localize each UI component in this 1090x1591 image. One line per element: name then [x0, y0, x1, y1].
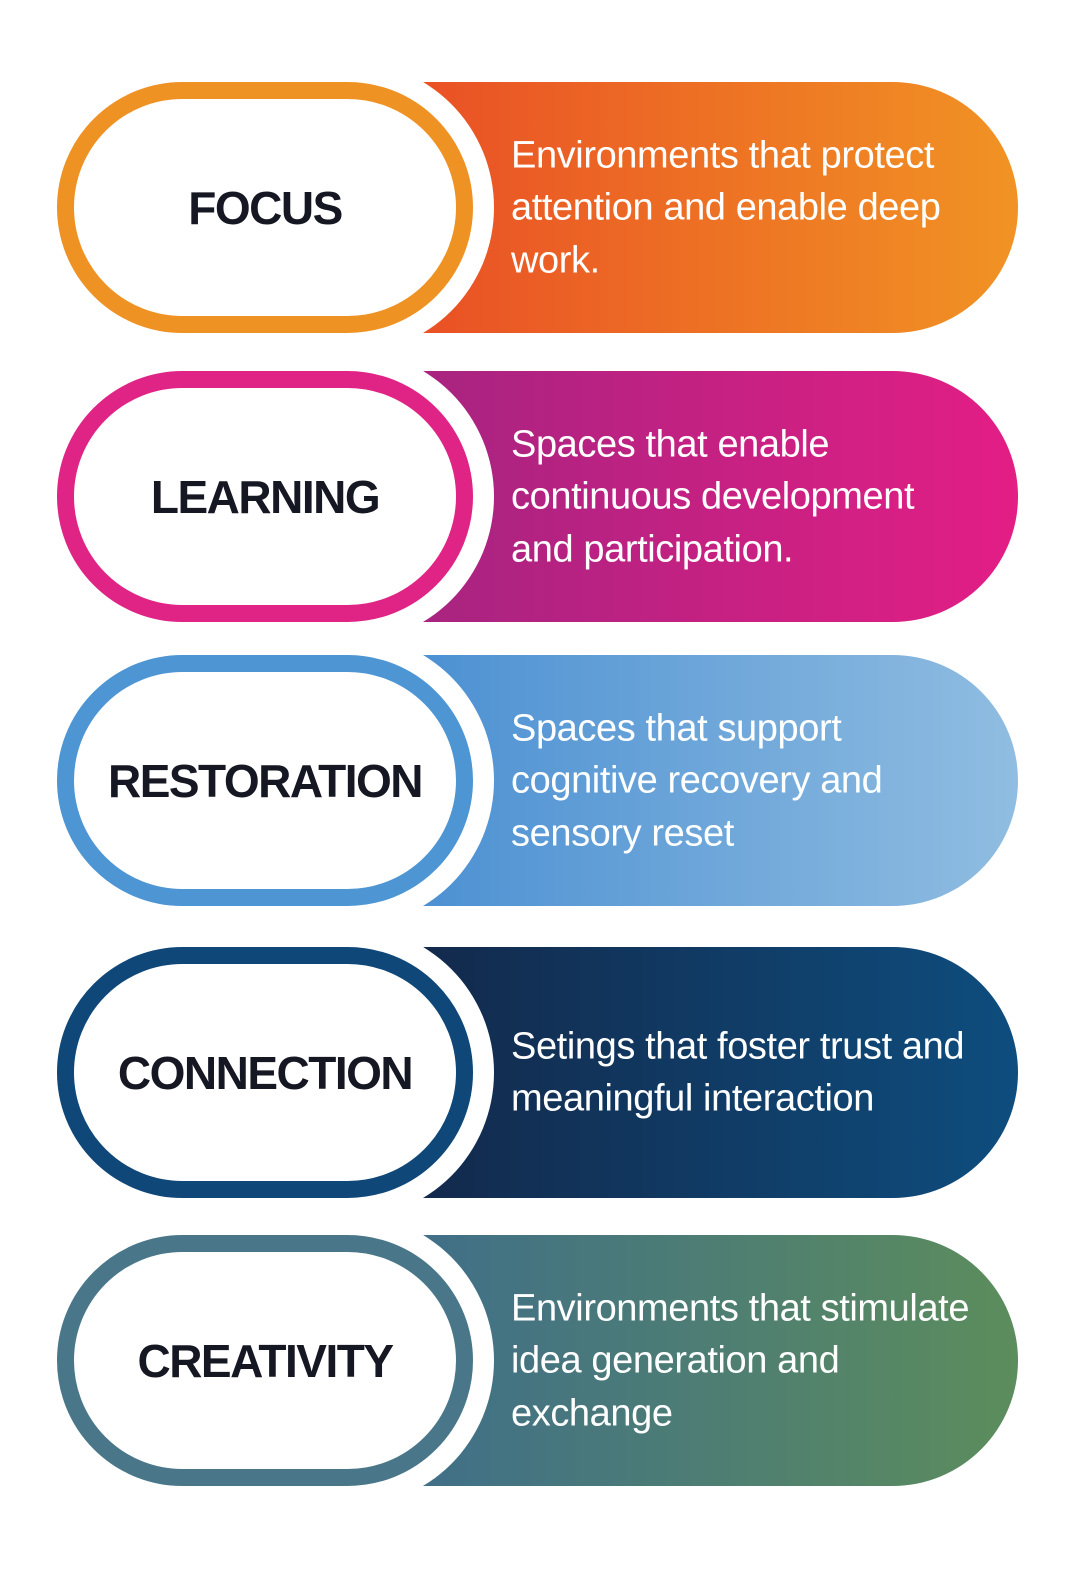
- label-ring: CONNECTION: [57, 947, 473, 1198]
- description-text: Spaces that enable continuous developmen…: [511, 422, 915, 570]
- category-label: CONNECTION: [117, 1046, 414, 1099]
- category-label: RESTORATION: [107, 754, 424, 807]
- description-bar: Environments that protect attention and …: [397, 82, 1018, 333]
- description-text: Setings that foster trust and meaningful…: [511, 1025, 965, 1120]
- item-row: Spaces that support cognitive recovery a…: [57, 655, 1018, 906]
- description-text: Spaces that support cognitive recovery a…: [511, 706, 883, 854]
- category-label: LEARNING: [150, 470, 381, 523]
- description-text: Environments that protect attention and …: [511, 133, 941, 281]
- item-row: Environments that protect attention and …: [57, 82, 1018, 333]
- category-label: FOCUS: [188, 181, 343, 234]
- description-bar: Spaces that enable continuous developmen…: [397, 371, 1018, 622]
- description-text: Environments that stimulate idea generat…: [511, 1286, 970, 1434]
- item-row: Spaces that enable continuous developmen…: [57, 371, 1018, 622]
- label-ring: FOCUS: [57, 82, 473, 333]
- description-bar: Setings that foster trust and meaningful…: [397, 947, 1018, 1198]
- item-row: Environments that stimulate idea generat…: [57, 1235, 1018, 1486]
- item-row: Setings that foster trust and meaningful…: [57, 947, 1018, 1198]
- description-bar: Environments that stimulate idea generat…: [397, 1235, 1018, 1486]
- label-ring: CREATIVITY: [57, 1235, 473, 1486]
- label-ring: LEARNING: [57, 371, 473, 622]
- category-label: CREATIVITY: [137, 1334, 394, 1387]
- label-ring: RESTORATION: [57, 655, 473, 906]
- description-bar: Spaces that support cognitive recovery a…: [397, 655, 1018, 906]
